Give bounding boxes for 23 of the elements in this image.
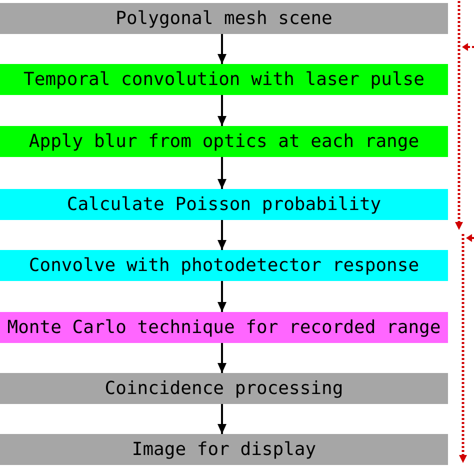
process-box (0, 434, 448, 465)
box-label: Calculate Poisson probability (66, 196, 382, 214)
box-label: Apply blur from optics at each range (28, 132, 420, 150)
box-label: Convolve with photodetector response (28, 256, 420, 274)
box-label: Temporal convolution with laser pulse (24, 70, 424, 88)
box-label: Polygonal mesh scene (116, 10, 332, 28)
arrow (218, 281, 226, 312)
process-box (0, 250, 448, 281)
process-box (0, 126, 448, 157)
arrow (218, 343, 226, 373)
arrow (218, 404, 226, 434)
arrow (218, 34, 226, 64)
box-label: Image for display (132, 440, 316, 458)
process-box (0, 3, 448, 34)
box-label: Coincidence processing (104, 380, 344, 398)
box-label: Monte Carlo technique for recorded range (7, 318, 441, 336)
process-box (0, 373, 448, 404)
process-box (0, 189, 448, 220)
arrow (218, 95, 226, 126)
arrow (218, 220, 226, 250)
process-box (0, 64, 448, 95)
arrow (218, 157, 226, 189)
process-box (0, 312, 448, 343)
